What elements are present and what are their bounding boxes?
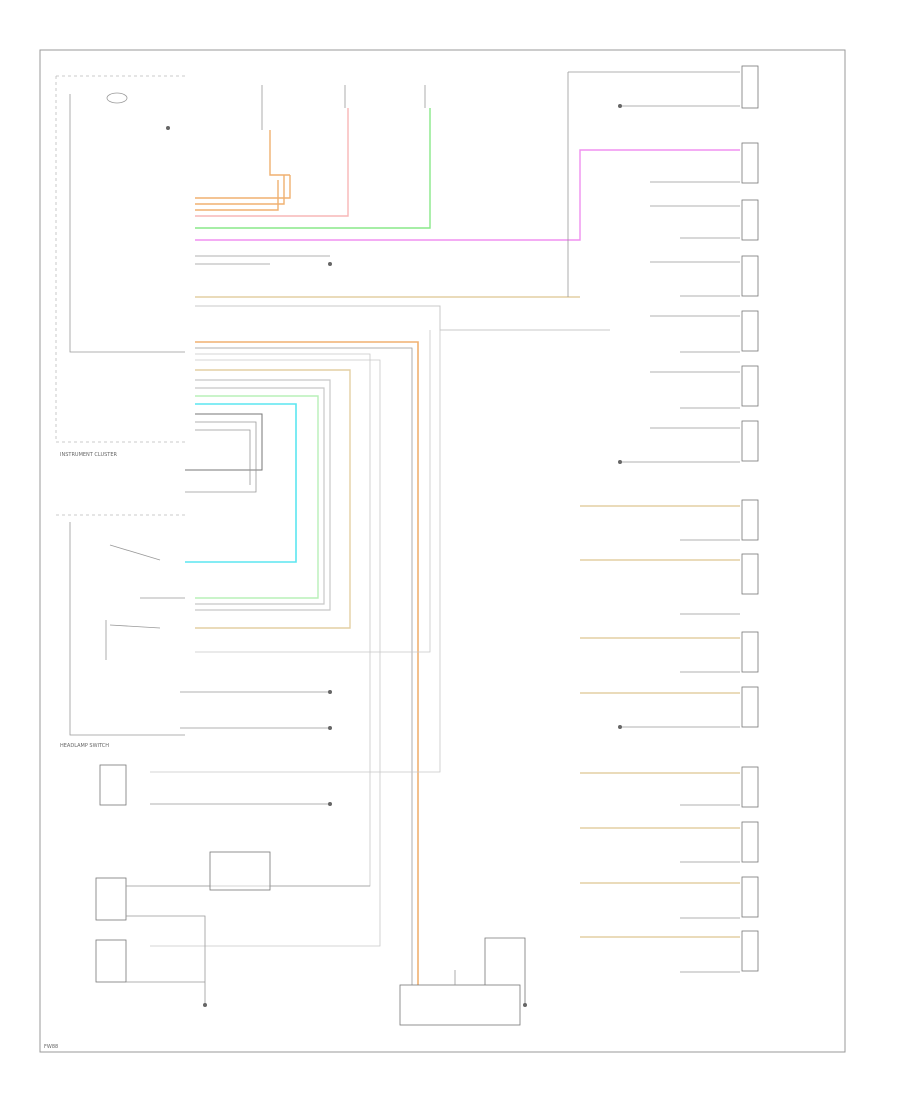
- lamp-box-3: [741, 199, 759, 241]
- lamp-box-9: [741, 553, 759, 595]
- connector-dots: [166, 104, 622, 1007]
- lamp-box-10: [741, 631, 759, 673]
- gray-wire-2: [195, 387, 325, 605]
- gauge-symbol: [106, 92, 128, 104]
- dot-3: [618, 104, 622, 108]
- bottom-relay-box: [399, 984, 521, 1026]
- lamp-box-15: [741, 930, 759, 972]
- magenta-wire: [195, 149, 740, 241]
- headlamp-switch-label: HEADLAMP SWITCH: [60, 743, 109, 749]
- cyan-wire: [185, 403, 297, 563]
- left-components: [95, 764, 521, 1026]
- lamp-box-2: [741, 142, 759, 184]
- wire-b: [126, 915, 206, 1005]
- orange-wire-long: [195, 341, 419, 985]
- tan-wire-headlamp: [195, 369, 351, 629]
- switch-contact-2: [109, 624, 161, 629]
- dot-6: [328, 690, 332, 694]
- lamp-box-14: [741, 876, 759, 918]
- orange-wire-2: [195, 175, 285, 205]
- dot-4: [618, 460, 622, 464]
- lamp-box-4: [741, 255, 759, 297]
- switch-contact-1: [109, 544, 161, 561]
- dark-wire-cluster-2: [185, 421, 257, 493]
- right-lamp-feeds: [620, 105, 740, 973]
- gray-wire-switch: [195, 330, 431, 653]
- dot-8: [328, 802, 332, 806]
- orange-wire-4: [195, 180, 279, 211]
- right-lamp-components: [741, 65, 759, 972]
- dot-2: [328, 262, 332, 266]
- orange-wire-1: [195, 175, 291, 199]
- lamp-box-7: [741, 420, 759, 462]
- lamp-box-6: [741, 365, 759, 407]
- dark-wire-long: [195, 347, 413, 985]
- dot-7: [328, 726, 332, 730]
- gray-wire-dimmer: [150, 330, 441, 773]
- gray-wire-ground: [195, 305, 610, 331]
- lamp-box-5: [741, 310, 759, 352]
- relay-switch-box-1: [95, 877, 127, 921]
- dimmer-switch-box: [99, 764, 127, 806]
- top-connector-leads: [261, 85, 426, 130]
- instrument-cluster-label: INSTRUMENT CLUSTER: [60, 452, 118, 458]
- dark-wire-cluster-3: [195, 429, 251, 485]
- gray-wire-long-2: [150, 353, 371, 887]
- headlamp-switch-bracket: [69, 522, 185, 736]
- pink-wire: [195, 108, 349, 217]
- green-wire: [195, 108, 431, 229]
- lamp-box-12: [741, 766, 759, 808]
- relay-lead-right: [484, 937, 526, 1005]
- lamp-box-1: [741, 65, 759, 109]
- green-wire-headlamp: [195, 395, 319, 599]
- lamp-box-13: [741, 821, 759, 863]
- left-bottom-wiring: [126, 255, 370, 1005]
- orange-wires: [195, 130, 291, 211]
- orange-wire-3: [269, 130, 290, 176]
- lamp-box-11: [741, 686, 759, 728]
- headlamp-switch-internals: [105, 544, 185, 660]
- dot-1: [166, 126, 170, 130]
- cluster-inner-bracket: [69, 94, 185, 353]
- right-tan-feeds: [580, 505, 740, 938]
- relay-switch-box-2: [95, 939, 127, 983]
- diagram-border: [39, 49, 846, 1053]
- instrument-cluster-boundary: [55, 76, 185, 443]
- dark-wire-cluster-1: [185, 413, 263, 471]
- lamp-box-8: [741, 499, 759, 541]
- gray-wire-long-1: [150, 359, 381, 947]
- circuit-breaker-box: [209, 851, 271, 891]
- dot-9: [203, 1003, 207, 1007]
- gray-wire-1: [195, 379, 331, 611]
- dot-5: [618, 725, 622, 729]
- dot-10: [523, 1003, 527, 1007]
- footer-code: FW88: [44, 1044, 58, 1050]
